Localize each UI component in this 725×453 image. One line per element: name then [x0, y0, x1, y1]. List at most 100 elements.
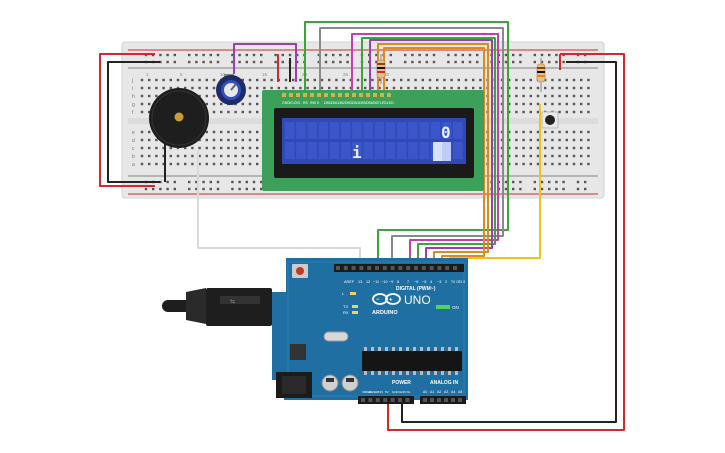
rail-hole[interactable]: [468, 53, 472, 57]
breadboard-hole[interactable]: [508, 102, 511, 106]
lcd-pin[interactable]: [338, 93, 342, 97]
breadboard-hole[interactable]: [248, 94, 252, 98]
breadboard-hole[interactable]: [220, 130, 223, 134]
breadboard-hole[interactable]: [198, 146, 201, 150]
breadboard-hole[interactable]: [400, 86, 403, 90]
breadboard-hole[interactable]: [220, 162, 223, 166]
breadboard-hole[interactable]: [292, 78, 295, 82]
breadboard-hole[interactable]: [536, 162, 540, 166]
rail-hole[interactable]: [209, 60, 212, 64]
header-pin[interactable]: [458, 398, 462, 402]
rail-hole[interactable]: [555, 53, 558, 57]
breadboard-hole[interactable]: [184, 146, 187, 150]
breadboard-hole[interactable]: [155, 138, 158, 142]
rail-hole[interactable]: [576, 180, 580, 184]
breadboard-hole[interactable]: [191, 86, 194, 90]
breadboard-hole[interactable]: [148, 138, 151, 142]
breadboard-hole[interactable]: [364, 86, 367, 90]
breadboard-hole[interactable]: [587, 146, 590, 150]
breadboard-hole[interactable]: [565, 130, 568, 134]
breadboard-hole[interactable]: [558, 86, 561, 90]
lcd-pin[interactable]: [380, 93, 384, 97]
rail-hole[interactable]: [540, 53, 544, 57]
breadboard-hole[interactable]: [565, 154, 568, 158]
header-pin[interactable]: [430, 398, 434, 402]
breadboard-hole[interactable]: [587, 138, 590, 142]
breadboard-hole[interactable]: [227, 162, 230, 166]
breadboard-hole[interactable]: [565, 94, 568, 98]
header-pin[interactable]: [429, 266, 434, 270]
lcd-pin[interactable]: [289, 93, 293, 97]
rail-hole[interactable]: [209, 180, 212, 184]
breadboard-hole[interactable]: [155, 146, 158, 150]
breadboard-hole[interactable]: [198, 94, 201, 98]
breadboard-hole[interactable]: [220, 154, 223, 158]
breadboard-hole[interactable]: [587, 78, 590, 82]
rail-hole[interactable]: [454, 53, 457, 57]
breadboard-hole[interactable]: [522, 130, 525, 134]
breadboard-hole[interactable]: [155, 78, 158, 82]
breadboard-hole[interactable]: [212, 102, 216, 106]
rail-hole[interactable]: [281, 53, 284, 57]
breadboard-hole[interactable]: [256, 146, 259, 150]
breadboard-hole[interactable]: [529, 78, 532, 82]
rail-hole[interactable]: [512, 60, 515, 64]
breadboard-hole[interactable]: [371, 86, 374, 90]
rail-hole[interactable]: [245, 180, 248, 184]
breadboard-hole[interactable]: [148, 110, 151, 114]
breadboard-hole[interactable]: [176, 162, 180, 166]
rail-hole[interactable]: [260, 60, 263, 64]
rail-hole[interactable]: [555, 180, 558, 184]
breadboard-hole[interactable]: [536, 138, 540, 142]
breadboard-hole[interactable]: [155, 86, 158, 90]
breadboard-hole[interactable]: [508, 154, 511, 158]
lcd-pin[interactable]: [303, 93, 307, 97]
breadboard-hole[interactable]: [364, 78, 367, 82]
wire-green-lcd[interactable]: [304, 21, 509, 268]
breadboard-hole[interactable]: [212, 162, 216, 166]
breadboard-hole[interactable]: [558, 154, 561, 158]
rail-hole[interactable]: [274, 53, 277, 57]
rail-hole[interactable]: [375, 60, 378, 64]
breadboard-hole[interactable]: [248, 138, 252, 142]
breadboard-hole[interactable]: [241, 162, 244, 166]
breadboard-hole[interactable]: [529, 130, 532, 134]
breadboard-hole[interactable]: [443, 86, 446, 90]
rail-hole[interactable]: [216, 53, 220, 57]
breadboard-hole[interactable]: [256, 110, 259, 114]
rail-hole[interactable]: [238, 187, 241, 191]
breadboard-hole[interactable]: [385, 78, 388, 82]
breadboard-hole[interactable]: [587, 110, 590, 114]
breadboard-hole[interactable]: [587, 102, 590, 106]
wire-black-left[interactable]: [107, 61, 160, 183]
header-pin[interactable]: [390, 398, 395, 402]
rail-hole[interactable]: [216, 180, 220, 184]
breadboard-hole[interactable]: [241, 102, 244, 106]
breadboard-hole[interactable]: [148, 162, 151, 166]
breadboard-hole[interactable]: [148, 94, 151, 98]
breadboard-hole[interactable]: [263, 86, 266, 90]
breadboard-hole[interactable]: [515, 130, 518, 134]
breadboard-hole[interactable]: [508, 138, 511, 142]
breadboard-hole[interactable]: [205, 146, 208, 150]
breadboard-hole[interactable]: [529, 86, 532, 90]
breadboard-hole[interactable]: [234, 130, 237, 134]
rail-hole[interactable]: [202, 180, 205, 184]
rail-hole[interactable]: [346, 60, 349, 64]
header-pin[interactable]: [405, 398, 410, 402]
breadboard-hole[interactable]: [356, 78, 360, 82]
breadboard-hole[interactable]: [212, 94, 216, 98]
rail-hole[interactable]: [432, 60, 436, 64]
rail-hole[interactable]: [202, 187, 205, 191]
header-pin[interactable]: [359, 266, 364, 270]
header-pin[interactable]: [351, 266, 356, 270]
rail-hole[interactable]: [159, 60, 162, 64]
breadboard-hole[interactable]: [515, 138, 518, 142]
breadboard-hole[interactable]: [522, 86, 525, 90]
rail-hole[interactable]: [202, 53, 205, 57]
rail-hole[interactable]: [245, 60, 248, 64]
breadboard-hole[interactable]: [205, 154, 208, 158]
breadboard-hole[interactable]: [443, 78, 446, 82]
rail-hole[interactable]: [461, 60, 464, 64]
breadboard-hole[interactable]: [464, 78, 468, 82]
